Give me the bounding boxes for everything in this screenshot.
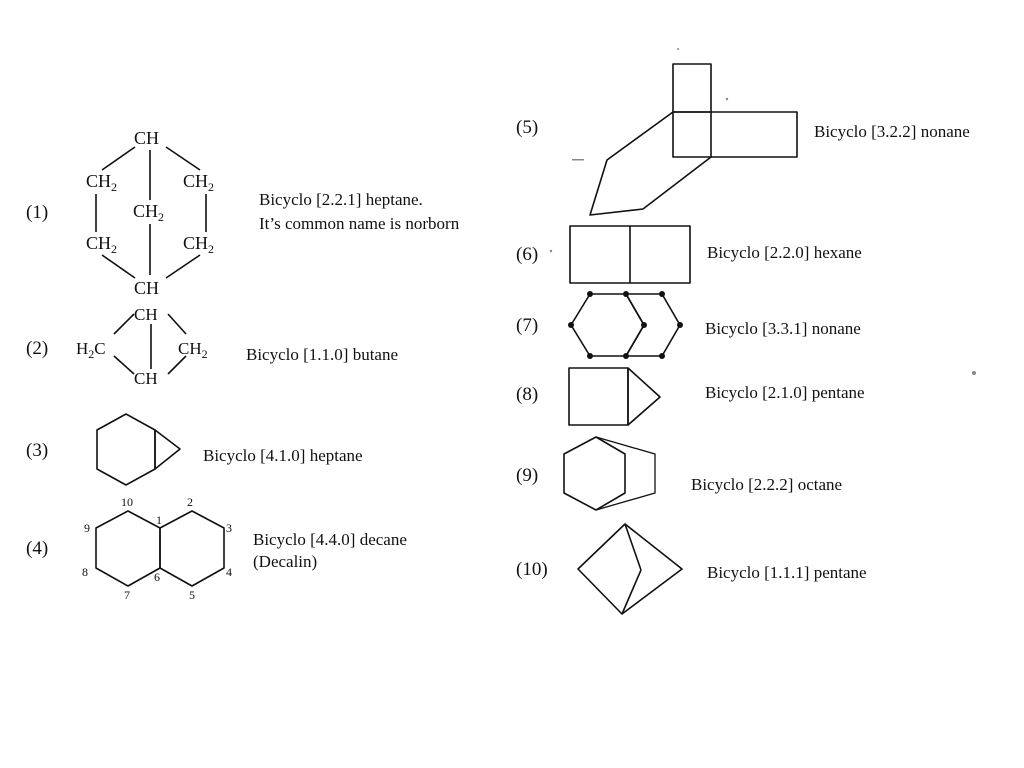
atom-lower-right: CH2	[183, 233, 214, 256]
item-5-name: Bicyclo [3.2.2] nonane	[814, 122, 970, 141]
position-label: 6	[154, 570, 160, 584]
atom-lower-left: CH2	[86, 233, 117, 256]
atom-upper-left: CH2	[86, 171, 117, 194]
item-10-name: Bicyclo [1.1.1] pentane	[707, 563, 867, 582]
item-8: (8) Bicyclo [2.1.0] pentane	[516, 367, 865, 426]
scan-speck	[972, 371, 976, 375]
item-9-name: Bicyclo [2.2.2] octane	[691, 475, 842, 494]
atom-top-ch: CH	[134, 128, 159, 148]
atom-dot	[659, 353, 665, 359]
item-6-number: (6)	[516, 244, 538, 265]
item-8-name: Bicyclo [2.1.0] pentane	[705, 383, 865, 402]
bond	[167, 313, 187, 335]
item-4-name: Bicyclo [4.4.0] decane	[253, 530, 407, 549]
item-7: (7) Bicyclo [3.3.1] nonane	[516, 291, 861, 359]
item-10: (10) Bicyclo [1.1.1] pentane	[516, 523, 867, 615]
position-label: 3	[226, 521, 232, 535]
item-1-note: It’s common name is norborn	[259, 214, 460, 233]
scan-speck	[572, 159, 584, 161]
item-2-number: (2)	[26, 338, 48, 359]
item-1: (1) CH CH2 CH2 CH2 CH2 CH2 CH Bicyclo [2…	[26, 128, 460, 298]
bond	[165, 146, 201, 171]
bicyclobutane-structure: CH H2C CH2 CH	[76, 305, 208, 388]
item-9: (9) Bicyclo [2.2.2] octane	[516, 436, 842, 511]
position-label: 8	[82, 565, 88, 579]
bond	[113, 355, 135, 375]
item-7-name: Bicyclo [3.3.1] nonane	[705, 319, 861, 338]
triangle-ring	[627, 367, 661, 426]
atom-upper-right: CH2	[183, 171, 214, 194]
atom-dot	[623, 291, 629, 297]
item-10-number: (10)	[516, 559, 548, 580]
atom-bridge: CH2	[133, 201, 164, 224]
bond	[621, 569, 642, 615]
norbornane-structure: CH CH2 CH2 CH2 CH2 CH2 CH	[86, 128, 214, 298]
bond	[101, 146, 136, 171]
atom-dot	[587, 353, 593, 359]
position-label: 2	[187, 495, 193, 509]
position-label: 10	[121, 495, 133, 509]
bridge-ring	[672, 63, 712, 113]
atom-dot	[587, 291, 593, 297]
position-label: 1	[156, 513, 162, 527]
atom-bottom-ch: CH	[134, 369, 158, 388]
cyclopropane-ring	[154, 429, 181, 470]
item-6-name: Bicyclo [2.2.0] hexane	[707, 243, 862, 262]
item-5-number: (5)	[516, 117, 538, 138]
scan-specks	[549, 48, 976, 375]
square-ring	[568, 367, 629, 426]
atom-dot	[677, 322, 683, 328]
back-bridge	[595, 436, 656, 511]
item-9-number: (9)	[516, 465, 538, 486]
item-8-number: (8)	[516, 384, 538, 405]
item-5: (5) Bicyclo [3.2.2] nonane	[516, 63, 970, 216]
item-6: (6) Bicyclo [2.2.0] hexane	[516, 225, 862, 284]
position-label: 7	[124, 588, 130, 602]
decalin-left-ring	[95, 510, 161, 587]
atom-dot	[568, 322, 574, 328]
position-label: 5	[189, 588, 195, 602]
atom-top-ch: CH	[134, 305, 158, 324]
scan-speck	[677, 48, 679, 50]
position-label: 9	[84, 521, 90, 535]
item-3-name: Bicyclo [4.1.0] heptane	[203, 446, 363, 465]
atom-left-ch2: H2C	[76, 339, 106, 361]
scan-speck	[549, 249, 553, 253]
bond	[624, 523, 642, 571]
atom-dot	[659, 291, 665, 297]
atom-dot	[641, 322, 647, 328]
item-2: (2) CH H2C CH2 CH Bicyclo [1.1.0] butane	[26, 305, 398, 388]
cyclohexane-ring	[96, 413, 156, 486]
item-4: (4) 1 2 3 4 5 6 7 8 9 10 Bicyclo [4.4.0]…	[26, 495, 407, 602]
item-1-number: (1)	[26, 202, 48, 223]
front-hexagon	[563, 436, 626, 511]
position-label: 4	[226, 565, 232, 579]
bond	[167, 355, 187, 375]
bond	[113, 313, 135, 335]
atom-right-ch2: CH2	[178, 339, 208, 361]
item-3-number: (3)	[26, 440, 48, 461]
item-7-number: (7)	[516, 315, 538, 336]
upper-ring	[672, 111, 798, 158]
bond	[101, 254, 136, 279]
item-4-number: (4)	[26, 538, 48, 559]
item-4-note: (Decalin)	[253, 552, 317, 571]
left-hexagon	[570, 293, 645, 357]
bond	[165, 254, 201, 279]
atom-dot	[623, 353, 629, 359]
pentagon-ring	[589, 111, 712, 216]
item-1-name: Bicyclo [2.2.1] heptane.	[259, 190, 423, 209]
item-2-name: Bicyclo [1.1.0] butane	[246, 345, 398, 364]
right-hexagon	[625, 293, 681, 357]
item-3: (3) Bicyclo [4.1.0] heptane	[26, 413, 363, 486]
decalin-right-ring	[159, 510, 225, 587]
atom-bottom-ch: CH	[134, 278, 159, 298]
scan-speck	[725, 97, 729, 101]
